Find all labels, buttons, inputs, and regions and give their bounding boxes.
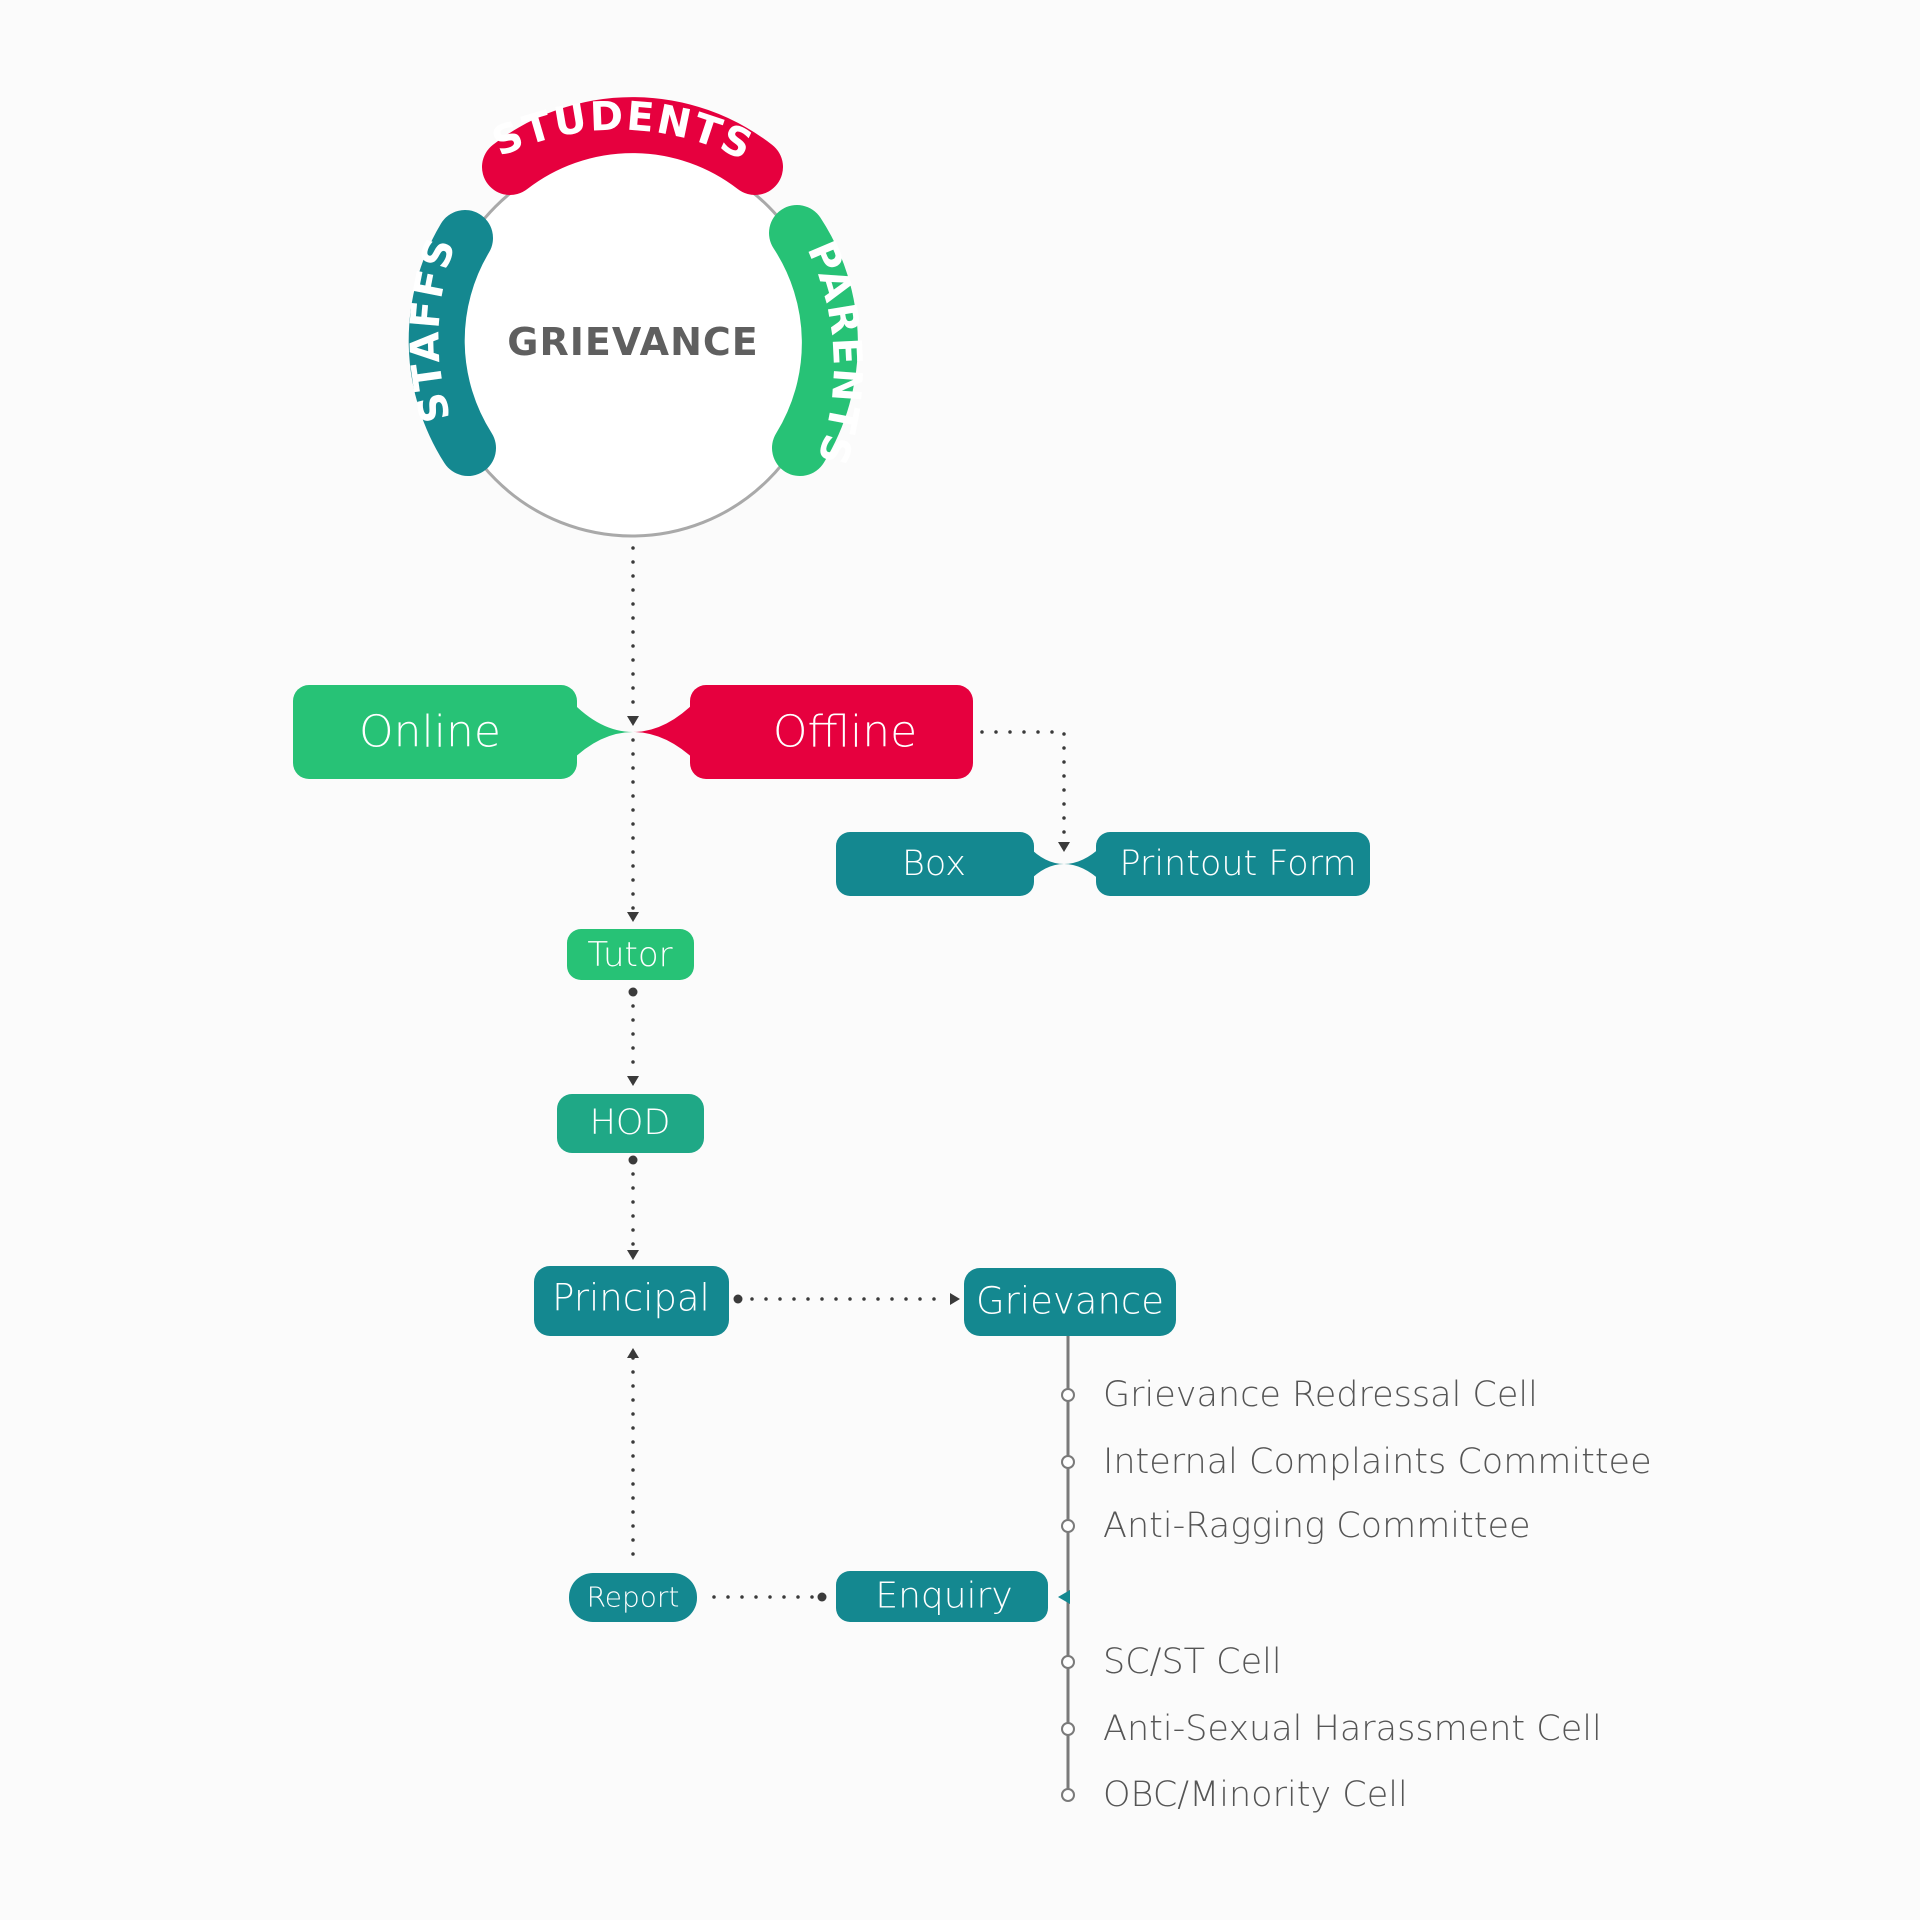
- offline-connector: [633, 700, 697, 762]
- report-group: Report: [569, 1573, 697, 1622]
- printout-form-label: Printout Form: [1119, 844, 1356, 884]
- arrow-into-modes: [627, 716, 639, 726]
- grievance-box[interactable]: [964, 1268, 1176, 1336]
- arrow-into-hod: [627, 1076, 639, 1086]
- enquiry-box[interactable]: [836, 1571, 1048, 1622]
- list-item: OBC/Minority Cell: [1061, 1775, 1408, 1815]
- hod-out-dot: [628, 1155, 638, 1165]
- enquiry-group: Enquiry: [817, 1571, 1048, 1622]
- grievance-label: Grievance: [976, 1280, 1164, 1323]
- parents-arc: [769, 205, 858, 476]
- tutor-label: Tutor: [587, 935, 672, 975]
- printout-form-method[interactable]: [1096, 832, 1370, 896]
- cell-label: Anti-Sexual Harassment Cell: [1103, 1709, 1602, 1749]
- connector-offline-to-methods: [980, 730, 1066, 842]
- enquiry-label: Enquiry: [875, 1576, 1012, 1617]
- list-item: Internal Complaints Committee: [1061, 1442, 1652, 1482]
- arrow-into-tutor: [627, 912, 639, 922]
- hod-box[interactable]: [557, 1094, 704, 1153]
- online-label: Online: [359, 707, 501, 758]
- cell-label: SC/ST Cell: [1103, 1642, 1282, 1682]
- report-box[interactable]: [569, 1573, 697, 1622]
- hod-label: HOD: [590, 1103, 671, 1143]
- list-node: [1061, 1655, 1075, 1669]
- principal-out-dot: [733, 1294, 743, 1304]
- cell-label: Grievance Redressal Cell: [1103, 1375, 1538, 1415]
- cell-label: OBC/Minority Cell: [1103, 1775, 1408, 1815]
- enquiry-branch-arrow: [1058, 1590, 1070, 1604]
- offline-box[interactable]: [690, 685, 973, 779]
- enquiry-out-dot: [817, 1592, 827, 1602]
- circle-title: GRIEVANCE: [507, 320, 758, 364]
- offline-label: Offline: [773, 707, 917, 758]
- stakeholder-circle: STUDENTS PARENTS STAFFS GRIEVANCE: [402, 93, 868, 538]
- tutor-out-dot: [628, 987, 638, 997]
- grievance-node-group: Grievance: [964, 1268, 1176, 1336]
- list-item: Anti-Sexual Harassment Cell: [1061, 1709, 1602, 1749]
- list-node: [1061, 1788, 1075, 1802]
- staffs-arc: [408, 210, 496, 476]
- cell-label: Internal Complaints Committee: [1103, 1442, 1652, 1482]
- list-item: Anti-Ragging Committee: [1061, 1506, 1531, 1546]
- list-node: [1061, 1388, 1075, 1402]
- arrow-into-grievance: [950, 1293, 960, 1305]
- list-item: SC/ST Cell: [1061, 1642, 1282, 1682]
- form-connector: [1064, 846, 1102, 882]
- report-label: Report: [587, 1581, 680, 1614]
- connectors: [627, 546, 1070, 1795]
- students-arc: [482, 97, 783, 195]
- list-node: [1061, 1722, 1075, 1736]
- arrow-into-principal: [627, 1250, 639, 1260]
- list-node: [1061, 1519, 1075, 1533]
- list-node: [1061, 1455, 1075, 1469]
- arrow-into-principal-from-report: [627, 1348, 639, 1358]
- hierarchy-chain: Tutor HOD Principal: [534, 929, 743, 1336]
- principal-box[interactable]: [534, 1266, 729, 1336]
- offline-method-boxes: Box Printout Form: [836, 832, 1370, 896]
- arrow-into-methods: [1058, 842, 1070, 852]
- tutor-box[interactable]: [567, 929, 694, 980]
- principal-label: Principal: [552, 1277, 710, 1320]
- box-method[interactable]: [836, 832, 1034, 896]
- cell-label: Anti-Ragging Committee: [1103, 1506, 1531, 1546]
- mode-boxes: Online Offline: [293, 685, 973, 779]
- box-label: Box: [902, 844, 966, 884]
- cells-list: Grievance Redressal Cell Internal Compla…: [1058, 1375, 1652, 1815]
- online-connector: [570, 700, 633, 762]
- list-item: Grievance Redressal Cell: [1061, 1375, 1538, 1415]
- box-connector: [1028, 846, 1064, 882]
- online-box[interactable]: [293, 685, 577, 779]
